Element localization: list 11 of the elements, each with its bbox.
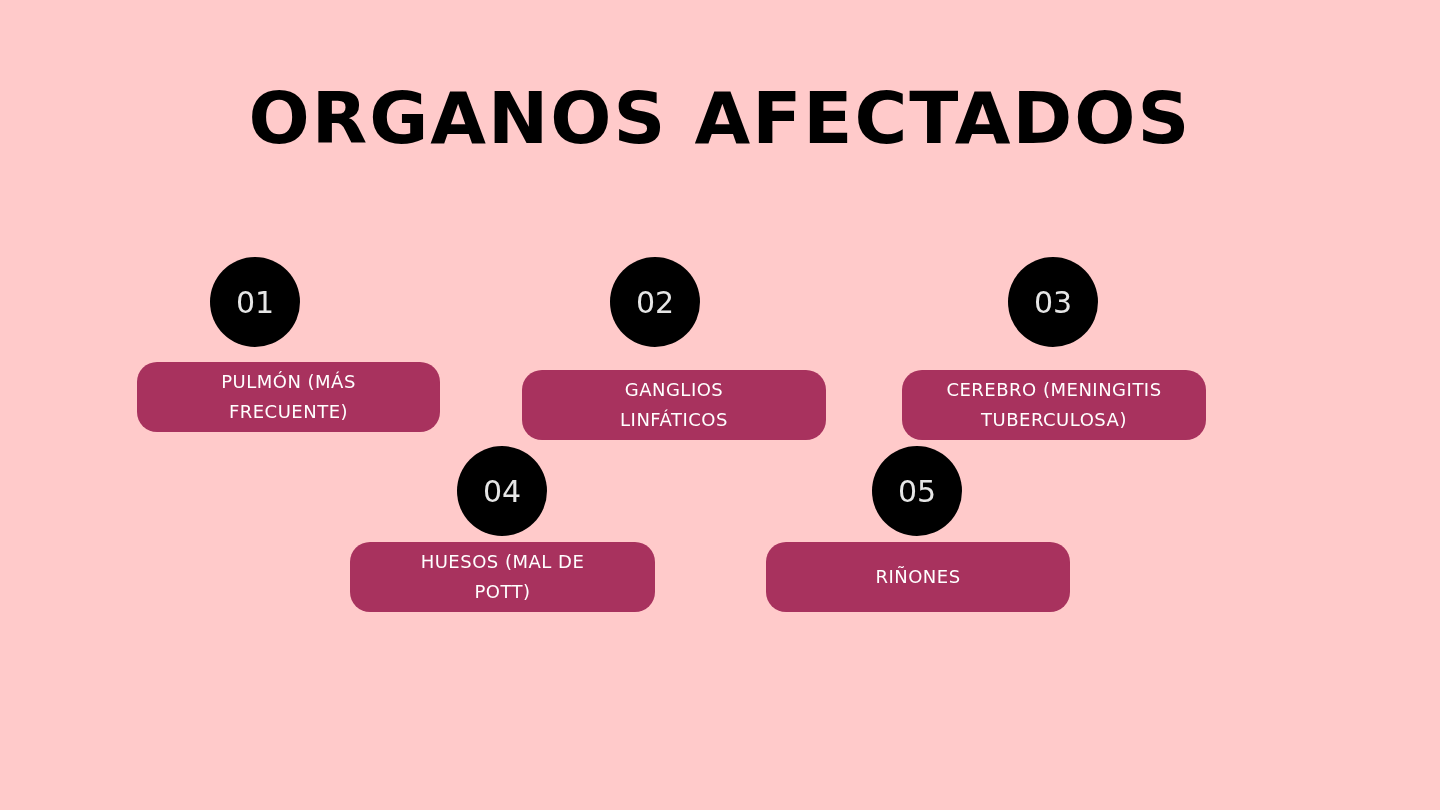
number-circle: 01 — [210, 257, 300, 347]
number-circle: 05 — [872, 446, 962, 536]
label-box: GANGLIOS LINFÁTICOS — [522, 370, 826, 440]
label-box: HUESOS (MAL DE POTT) — [350, 542, 655, 612]
number-circle: 02 — [610, 257, 700, 347]
label-box: PULMÓN (MÁS FRECUENTE) — [137, 362, 440, 432]
label-box: RIÑONES — [766, 542, 1070, 612]
label-box: CEREBRO (MENINGITIS TUBERCULOSA) — [902, 370, 1206, 440]
number-circle: 03 — [1008, 257, 1098, 347]
title: ORGANOS AFECTADOS — [248, 75, 1192, 162]
number-circle: 04 — [457, 446, 547, 536]
